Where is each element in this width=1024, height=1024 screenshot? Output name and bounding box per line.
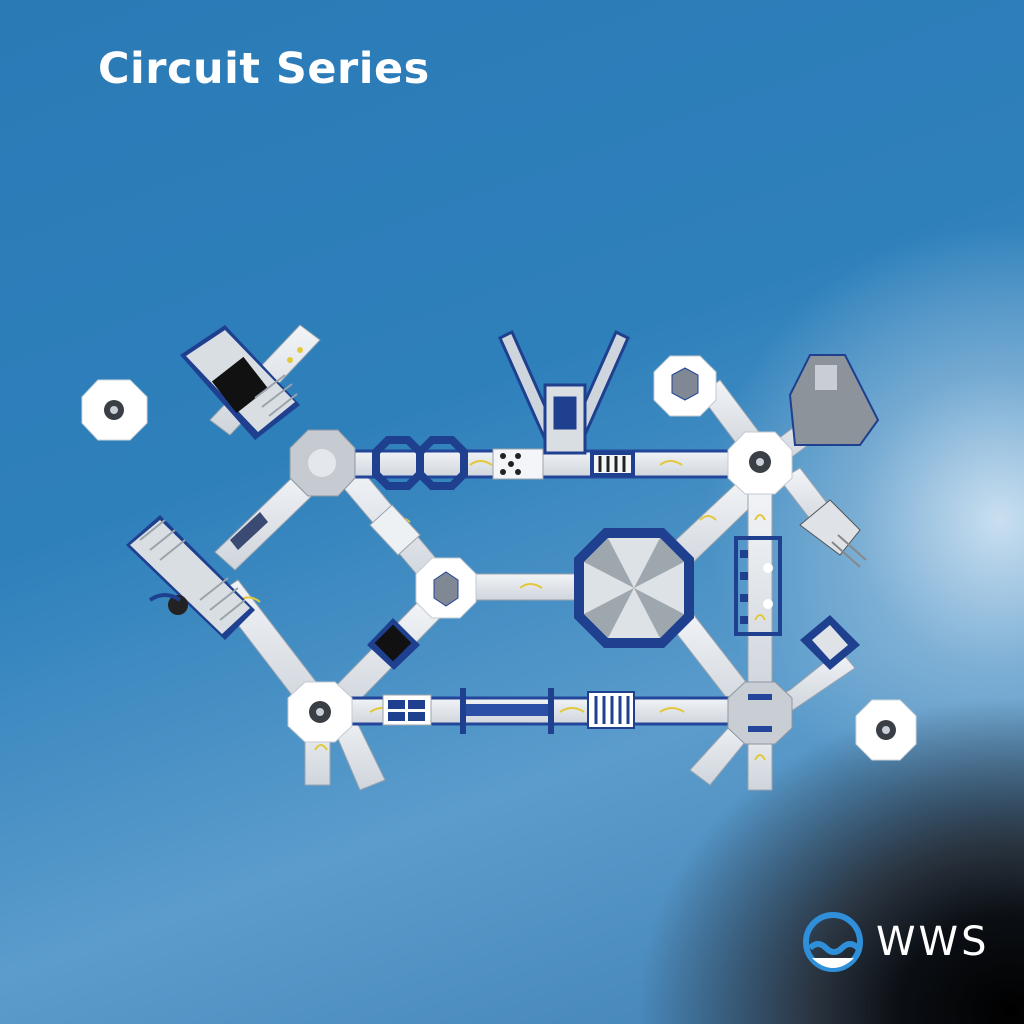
tower-top-right (788, 354, 880, 446)
stepping-pad (492, 448, 544, 480)
buoy-left (81, 379, 148, 441)
slide-arm-decal (287, 347, 303, 363)
wws-logo (803, 912, 863, 972)
hub-bottom-left (287, 681, 353, 743)
hub-top-left (289, 429, 356, 497)
crawl-block (587, 691, 635, 729)
window-block (382, 694, 432, 726)
beam-right-vertical (747, 489, 773, 701)
frame-obstacle-right (800, 615, 860, 670)
zigzag-obstacle (734, 536, 782, 636)
umbrella-platform (574, 528, 694, 648)
page-title: Circuit Series (98, 44, 430, 94)
buoy-right (855, 699, 917, 761)
tower-left-stairs (126, 515, 255, 640)
steps-diagonal (369, 504, 421, 556)
beam-middle-row (469, 573, 586, 601)
balance-beam-bottom (460, 688, 554, 734)
square-obstacle-center (367, 618, 420, 670)
v-frame-obstacle (498, 329, 630, 455)
tube-left-link (230, 512, 268, 550)
hub-center-small (415, 557, 477, 619)
hub-top-right-small (653, 355, 717, 417)
block-right (799, 499, 867, 568)
hub-bottom-right (727, 681, 793, 745)
slide-top-left (180, 325, 300, 440)
ladder-top (590, 451, 635, 477)
ring-hoops (372, 436, 468, 490)
brand-name: WWS (876, 919, 990, 965)
wave-circle-icon (803, 912, 863, 972)
hub-top-right (727, 431, 793, 495)
